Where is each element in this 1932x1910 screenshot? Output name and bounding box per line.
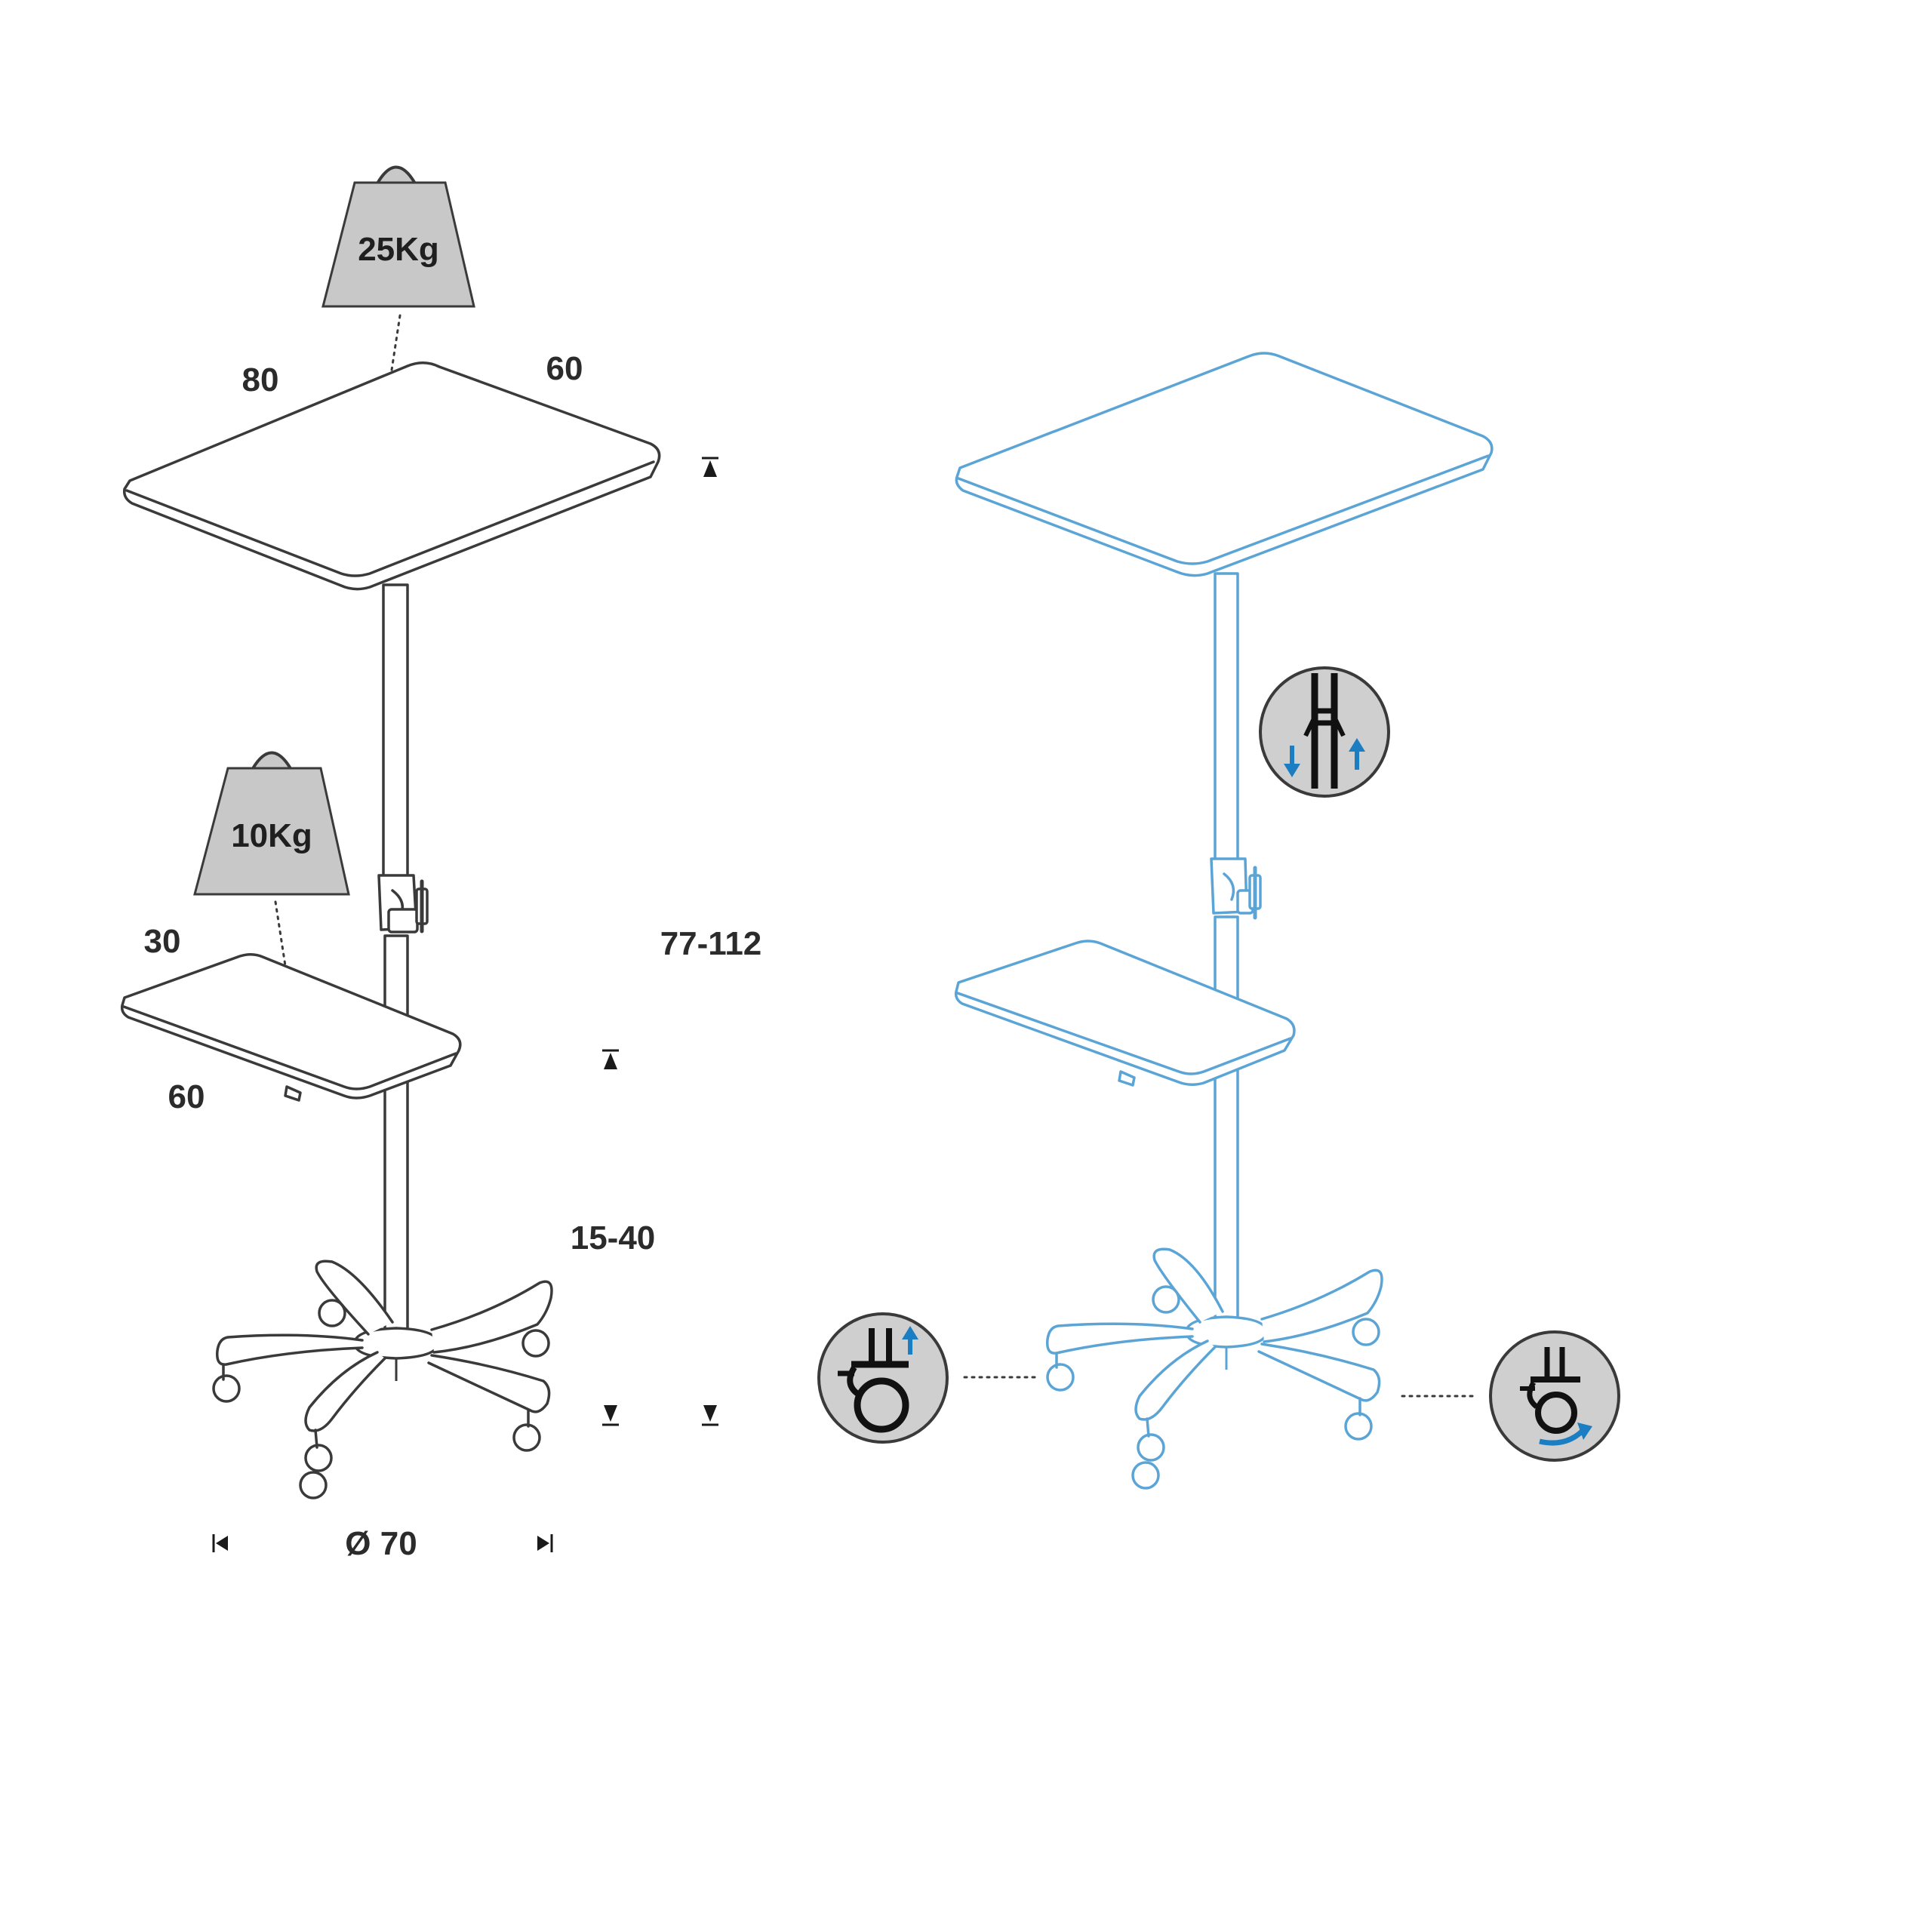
blue-height-clamp (1210, 857, 1262, 920)
height-clamp (377, 874, 429, 933)
blue-upper-column (1214, 572, 1239, 862)
top-tabletop (122, 361, 661, 591)
star-base (212, 1259, 553, 1499)
weight-top: 25Kg (321, 165, 475, 308)
caster-lock-icon (817, 1312, 949, 1444)
height-adjust-icon (1259, 666, 1390, 798)
dim-top-width: 60 (546, 350, 583, 387)
blue-lower-column (1214, 915, 1239, 1341)
dim-top-depth: 80 (242, 361, 279, 398)
dim-lower-height: 15-40 (571, 1220, 656, 1256)
gray-table: 25Kg 10Kg (120, 165, 762, 1562)
dim-lower-depth: 30 (144, 923, 181, 960)
weight-lower-label: 10Kg (231, 817, 312, 854)
blue-star-base (1046, 1247, 1383, 1490)
caster-rotate-icon (1489, 1330, 1620, 1462)
blue-lower-shelf (954, 940, 1296, 1087)
lower-shelf (120, 953, 462, 1102)
upper-column (382, 583, 409, 881)
dim-base-diameter: Ø 70 (345, 1525, 417, 1562)
blue-top-tabletop (955, 352, 1494, 577)
dim-total-height: 77-112 (660, 925, 762, 962)
blue-caster-wheels (1046, 1285, 1380, 1490)
weight-lower: 10Kg (193, 751, 350, 896)
caster-wheels (212, 1299, 550, 1499)
blue-table (954, 352, 1494, 1490)
dimension-markers (212, 457, 718, 1552)
dim-lower-width: 60 (168, 1078, 205, 1115)
weight-top-label: 25Kg (358, 231, 439, 268)
lower-column (383, 934, 409, 1345)
